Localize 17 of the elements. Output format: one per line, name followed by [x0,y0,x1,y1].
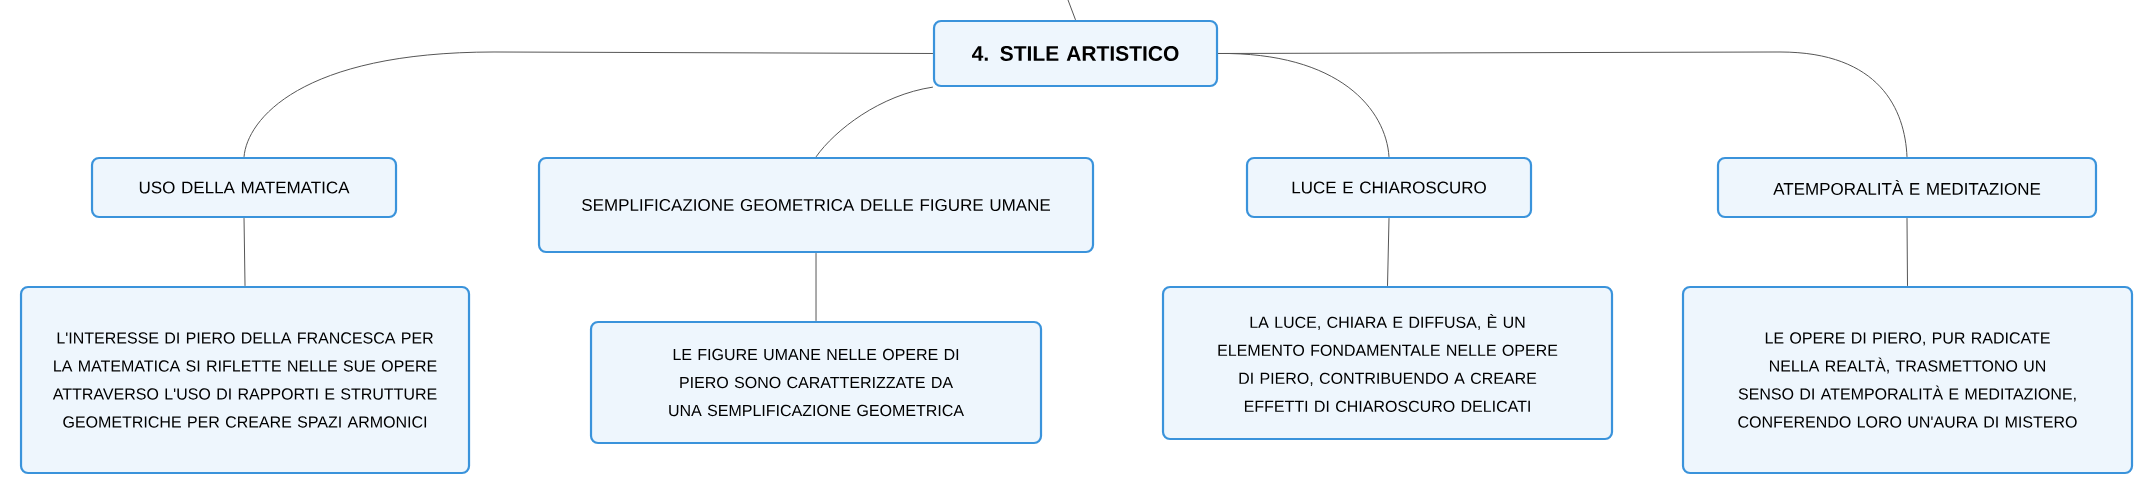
topic-box: LUCE E CHIAROSCURO [1245,156,1533,219]
connector-line [1906,217,1908,287]
central-topic-box: 4. STILE ARTISTICO [932,19,1219,88]
connector-line [1387,217,1390,287]
connector-line [1067,0,1076,21]
connector-line [243,217,246,287]
connector-line [815,252,817,322]
connector-line [243,51,934,158]
topic-box: USO DELLA MATEMATICA [90,156,398,219]
topic-box: ATEMPORALITÀ E MEDITAZIONE [1716,156,2098,219]
connector-line [1217,51,1908,158]
connector-line [815,86,934,158]
topic-box: SEMPLIFICAZIONE GEOMETRICA DELLE FIGURE UMANE [537,156,1095,254]
description-box: LE FIGURE UMANE NELLE OPERE DI PIERO SONO CARATTERIZZATE DA UNA SEMPLIFICAZIONE GEOMETRICA [589,320,1043,445]
description-box: LA LUCE, CHIARA E DIFFUSA, È UN ELEMENTO FONDAMENTALE NELLE OPERE DI PIERO, CONTRIBUENDO A CREARE EFFETTI DI CHIAROSCURO DELICATI [1161,285,1614,441]
description-box: L'INTERESSE DI PIERO DELLA FRANCESCA PER LA MATEMATICA SI RIFLETTE NELLE SUE OPERE ATTRAVERSO L'USO DI RAPPORTI E STRUTTURE GEOMETRICHE PER CREARE SPAZI ARMONICI [19,285,471,475]
description-box: LE OPERE DI PIERO, PUR RADICATE NELLA REALTÀ, TRASMETTONO UN SENSO DI ATEMPORALITÀ E MEDITAZIONE, CONFERENDO LORO UN'AURA DI MISTERO [1681,285,2134,475]
